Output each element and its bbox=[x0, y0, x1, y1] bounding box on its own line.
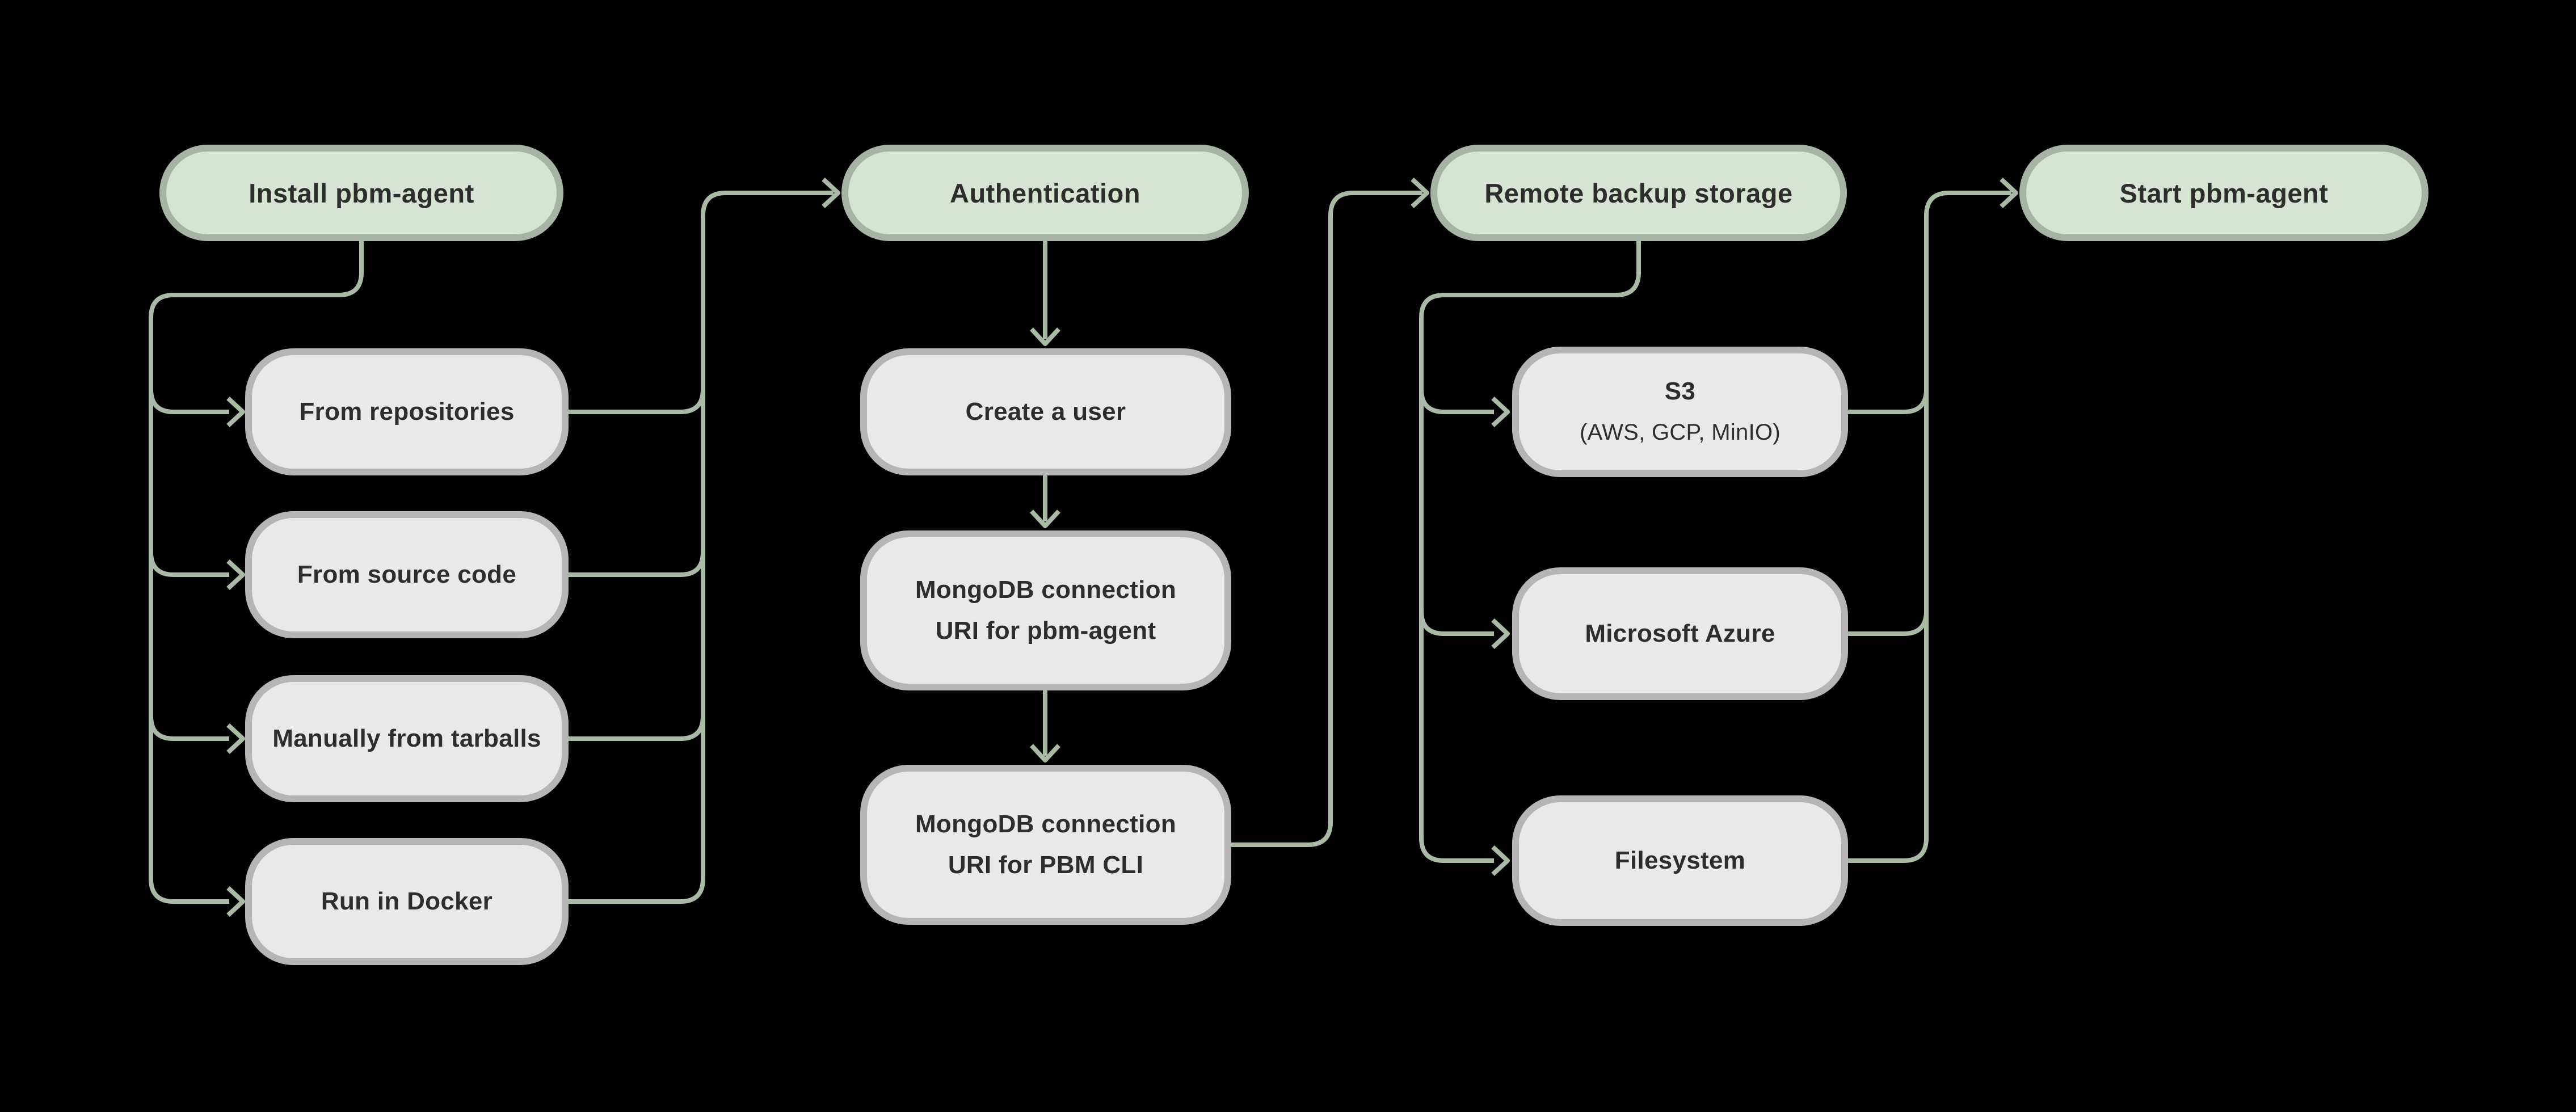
connector-trunk-install bbox=[149, 241, 364, 904]
node-label: Manually from tarballs bbox=[272, 725, 541, 752]
node-authentication: Authentication bbox=[841, 145, 1249, 241]
connector-trunk-to-remote bbox=[1231, 191, 1422, 847]
node-from-repositories: From repositories bbox=[245, 348, 569, 475]
node-s3: S3 (AWS, GCP, MinIO) bbox=[1512, 347, 1848, 477]
node-label-line1: MongoDB connection bbox=[915, 810, 1176, 838]
arrowhead-icon bbox=[1491, 397, 1510, 427]
connector-merge-repositories bbox=[569, 389, 705, 414]
arrowhead-icon bbox=[1030, 744, 1060, 763]
node-manually-from-tarballs: Manually from tarballs bbox=[245, 675, 569, 802]
connector-merge-docker bbox=[569, 878, 705, 904]
connector-merge-tarballs bbox=[569, 715, 705, 741]
node-label: From repositories bbox=[299, 398, 515, 426]
connector-remote-to-children bbox=[1419, 241, 1641, 876]
arrowhead-icon bbox=[1491, 845, 1510, 876]
arrowhead-icon bbox=[226, 886, 245, 917]
connector-merge-azure bbox=[1848, 610, 1929, 636]
connector-trunk-to-authentication bbox=[701, 191, 834, 879]
node-label: Remote backup storage bbox=[1484, 178, 1793, 208]
arrowhead-icon bbox=[1030, 327, 1060, 346]
connector-merge-source-code bbox=[569, 551, 705, 577]
node-label: Install pbm-agent bbox=[249, 178, 474, 208]
node-label: Microsoft Azure bbox=[1585, 620, 1775, 647]
connector-children-to-start bbox=[1848, 178, 2018, 863]
arrowhead-icon bbox=[1030, 509, 1060, 528]
connector-children-to-authentication bbox=[569, 178, 840, 904]
connector-merge-s3 bbox=[1848, 389, 1929, 414]
connector-cli-to-remote-storage bbox=[1231, 178, 1429, 847]
arrowhead-icon bbox=[1491, 618, 1510, 649]
node-label-line2: URI for pbm-agent bbox=[935, 617, 1156, 645]
connector-branch-tarballs bbox=[149, 715, 229, 741]
node-from-source-code: From source code bbox=[245, 511, 569, 638]
connector-branch-repositories bbox=[149, 389, 229, 414]
connector-branch-azure bbox=[1419, 610, 1494, 636]
arrowhead-icon bbox=[2000, 178, 2018, 208]
node-label: Run in Docker bbox=[321, 887, 493, 915]
arrowhead-icon bbox=[1411, 178, 1429, 208]
node-label: Create a user bbox=[965, 398, 1126, 426]
node-filesystem: Filesystem bbox=[1512, 795, 1848, 926]
node-mongodb-uri-pbm-cli: MongoDB connection URI for PBM CLI bbox=[860, 765, 1231, 925]
connector-install-to-children bbox=[149, 241, 364, 917]
arrowhead-icon bbox=[822, 178, 840, 208]
node-label: Authentication bbox=[950, 178, 1140, 208]
arrowhead-icon bbox=[226, 397, 245, 427]
node-run-in-docker: Run in Docker bbox=[245, 838, 569, 965]
connector-branch-source-code bbox=[149, 551, 229, 577]
node-install-pbm-agent: Install pbm-agent bbox=[159, 145, 563, 241]
node-microsoft-azure: Microsoft Azure bbox=[1512, 567, 1848, 700]
node-create-a-user: Create a user bbox=[860, 348, 1231, 475]
connector-merge-filesystem bbox=[1848, 837, 1929, 863]
node-label-line2: (AWS, GCP, MinIO) bbox=[1579, 420, 1781, 445]
node-label: Start pbm-agent bbox=[2119, 178, 2329, 208]
node-label-line1: MongoDB connection bbox=[915, 576, 1176, 604]
connector-trunk-to-start bbox=[1924, 191, 2011, 838]
node-label: From source code bbox=[297, 561, 517, 588]
node-start-pbm-agent: Start pbm-agent bbox=[2019, 145, 2428, 241]
node-mongodb-uri-pbm-agent: MongoDB connection URI for pbm-agent bbox=[860, 530, 1231, 690]
node-remote-backup-storage: Remote backup storage bbox=[1430, 145, 1847, 241]
arrowhead-icon bbox=[226, 723, 245, 754]
arrowhead-icon bbox=[226, 559, 245, 590]
connector-authentication-chain bbox=[1030, 241, 1060, 763]
connector-branch-s3 bbox=[1419, 389, 1494, 414]
node-label: Filesystem bbox=[1614, 846, 1746, 874]
node-label-line2: URI for PBM CLI bbox=[948, 851, 1144, 879]
connector-trunk-remote bbox=[1419, 241, 1641, 863]
node-label-line1: S3 bbox=[1664, 377, 1696, 405]
